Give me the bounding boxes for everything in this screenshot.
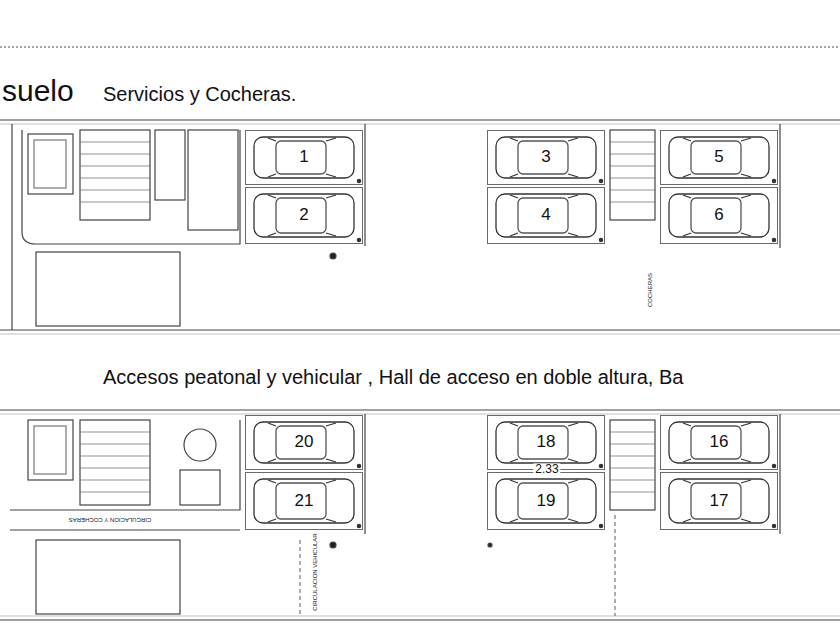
stall-number: 18 — [534, 433, 559, 452]
parking-stall: 1 — [245, 130, 363, 185]
stall-number: 20 — [292, 433, 317, 452]
car-symbol — [669, 194, 776, 242]
parking-stall: 18 — [487, 415, 605, 470]
parking-stall: 19 — [487, 472, 605, 530]
car-symbol — [496, 194, 603, 242]
parking-stall: 3 — [487, 130, 605, 185]
parking-stall: 21 — [245, 472, 363, 530]
level-name: suelo — [2, 74, 74, 107]
stall-number: 6 — [711, 206, 726, 225]
car-symbol — [496, 137, 603, 183]
car-symbol — [669, 422, 776, 468]
stall-number: 16 — [707, 433, 732, 452]
car-symbol — [254, 422, 361, 468]
stall-number: 5 — [711, 148, 726, 167]
parking-stall: 4 — [487, 187, 605, 244]
stall-number: 19 — [534, 492, 559, 511]
car-symbol — [496, 479, 603, 528]
car-symbol — [254, 137, 361, 183]
stall-number: 21 — [292, 492, 317, 511]
stall-number: 1 — [296, 148, 311, 167]
stall-number: 2 — [296, 206, 311, 225]
dimension: 2.33 — [533, 463, 560, 476]
sheet-border — [0, 46, 840, 48]
lower-level — [0, 410, 840, 620]
car-symbol — [254, 194, 361, 242]
section-heading: Servicios y Cocheras. — [103, 83, 296, 105]
parking-stall: 6 — [660, 187, 778, 244]
parking-stall: 17 — [660, 472, 778, 530]
area-label: CIRCULACION Y COCHERAS — [67, 517, 153, 524]
upper-level — [0, 120, 840, 334]
parking-stall: 2 — [245, 187, 363, 244]
stall-number: 4 — [538, 206, 553, 225]
car-symbol — [496, 422, 603, 468]
section-heading: Accesos peatonal y vehicular , Hall de a… — [103, 366, 683, 388]
car-symbol — [669, 137, 776, 183]
stall-number: 17 — [707, 492, 732, 511]
parking-stall: 20 — [245, 415, 363, 470]
area-label: CIRCULACION VEHICULAR — [312, 531, 319, 612]
stall-number: 3 — [538, 148, 553, 167]
car-symbol — [254, 479, 361, 528]
car-symbol — [669, 479, 776, 528]
parking-stall: 16 — [660, 415, 778, 470]
parking-stall: 5 — [660, 130, 778, 185]
area-label: COCHERAS — [647, 271, 654, 309]
